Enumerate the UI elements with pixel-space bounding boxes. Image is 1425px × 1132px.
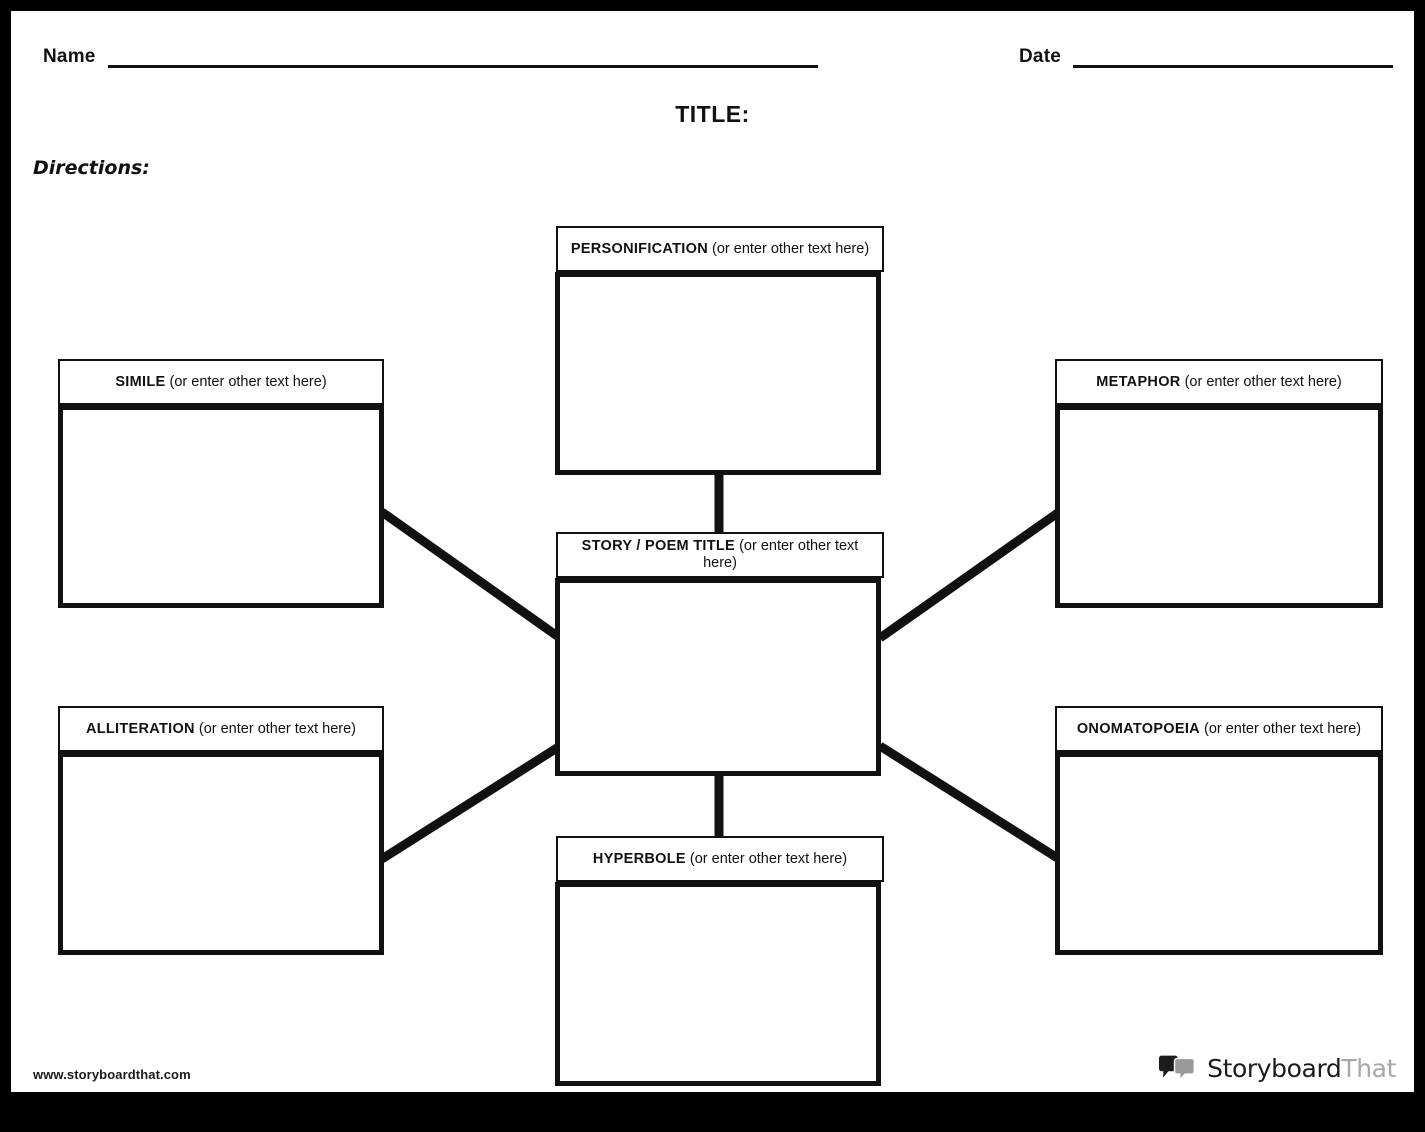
node-simile: SIMILE (or enter other text here): [58, 359, 384, 608]
node-alliteration-term: ALLITERATION: [85, 720, 195, 737]
date-input-rule[interactable]: [1072, 65, 1393, 68]
storyboardthat-logo[interactable]: StoryboardThat: [1158, 1054, 1396, 1083]
node-metaphor-term: METAPHOR: [1096, 373, 1181, 390]
node-hyperbole-term: HYPERBOLE: [592, 850, 686, 867]
brand-secondary-text: That: [1341, 1054, 1396, 1083]
node-center-hint: (or enter other text here): [703, 538, 859, 571]
node-personification: PERSONIFICATION (or enter other text her…: [555, 226, 884, 475]
brand-primary-text: Storyboard: [1207, 1054, 1342, 1083]
node-alliteration: ALLITERATION (or enter other text here): [58, 706, 384, 955]
directions-label[interactable]: Directions:: [33, 157, 150, 179]
name-field[interactable]: Name: [43, 47, 818, 68]
connector-center-metaphor: [877, 508, 1062, 642]
spider-map: PERSONIFICATION (or enter other text her…: [11, 11, 1414, 1092]
node-center-term: STORY / POEM TITLE: [581, 538, 736, 555]
node-personification-hint: (or enter other text here): [712, 240, 870, 257]
node-metaphor-content[interactable]: [1055, 405, 1383, 608]
footer-url[interactable]: www.storyboardthat.com: [33, 1067, 191, 1082]
connector-lines: [379, 429, 1062, 863]
node-onomatopoeia-content[interactable]: [1055, 752, 1383, 955]
node-hyperbole-content[interactable]: [555, 882, 881, 1086]
node-hyperbole-label[interactable]: HYPERBOLE (or enter other text here): [556, 836, 884, 882]
connector-center-alliteration: [379, 742, 563, 863]
node-personification-content[interactable]: [555, 272, 881, 475]
node-simile-content[interactable]: [58, 405, 384, 608]
node-metaphor-hint: (or enter other text here): [1184, 373, 1342, 390]
node-personification-term: PERSONIFICATION: [570, 240, 708, 257]
connector-center-onomatopoeia: [877, 742, 1062, 863]
node-simile-label[interactable]: SIMILE (or enter other text here): [58, 359, 384, 405]
node-metaphor: METAPHOR (or enter other text here): [1055, 359, 1383, 608]
node-center-content[interactable]: [555, 578, 881, 776]
node-hyperbole-hint: (or enter other text here): [689, 850, 848, 867]
node-metaphor-label[interactable]: METAPHOR (or enter other text here): [1055, 359, 1383, 405]
node-alliteration-hint: (or enter other text here): [198, 720, 357, 737]
connector-center-simile: [379, 508, 563, 642]
node-simile-term: SIMILE: [115, 373, 166, 390]
node-alliteration-label[interactable]: ALLITERATION (or enter other text here): [58, 706, 384, 752]
node-center-label[interactable]: STORY / POEM TITLE (or enter other text …: [556, 532, 884, 578]
date-field[interactable]: Date: [1019, 47, 1393, 68]
node-onomatopoeia-hint: (or enter other text here): [1203, 720, 1362, 737]
name-label: Name: [43, 46, 96, 67]
node-alliteration-content[interactable]: [58, 752, 384, 955]
node-onomatopoeia-label[interactable]: ONOMATOPOEIA (or enter other text here): [1055, 706, 1383, 752]
worksheet-page: Name Date TITLE: Directions:: [11, 11, 1414, 1092]
page-title[interactable]: TITLE:: [675, 101, 750, 127]
node-center: STORY / POEM TITLE (or enter other text …: [555, 532, 884, 776]
speech-bubbles-icon: [1159, 1055, 1196, 1082]
node-onomatopoeia-term: ONOMATOPOEIA: [1076, 720, 1200, 737]
node-hyperbole: HYPERBOLE (or enter other text here): [555, 836, 884, 1086]
node-onomatopoeia: ONOMATOPOEIA (or enter other text here): [1055, 706, 1383, 955]
brand-wordmark: StoryboardThat: [1207, 1054, 1396, 1083]
name-input-rule[interactable]: [107, 65, 818, 68]
date-label: Date: [1019, 46, 1061, 67]
node-simile-hint: (or enter other text here): [169, 373, 327, 390]
node-personification-label[interactable]: PERSONIFICATION (or enter other text her…: [556, 226, 884, 272]
